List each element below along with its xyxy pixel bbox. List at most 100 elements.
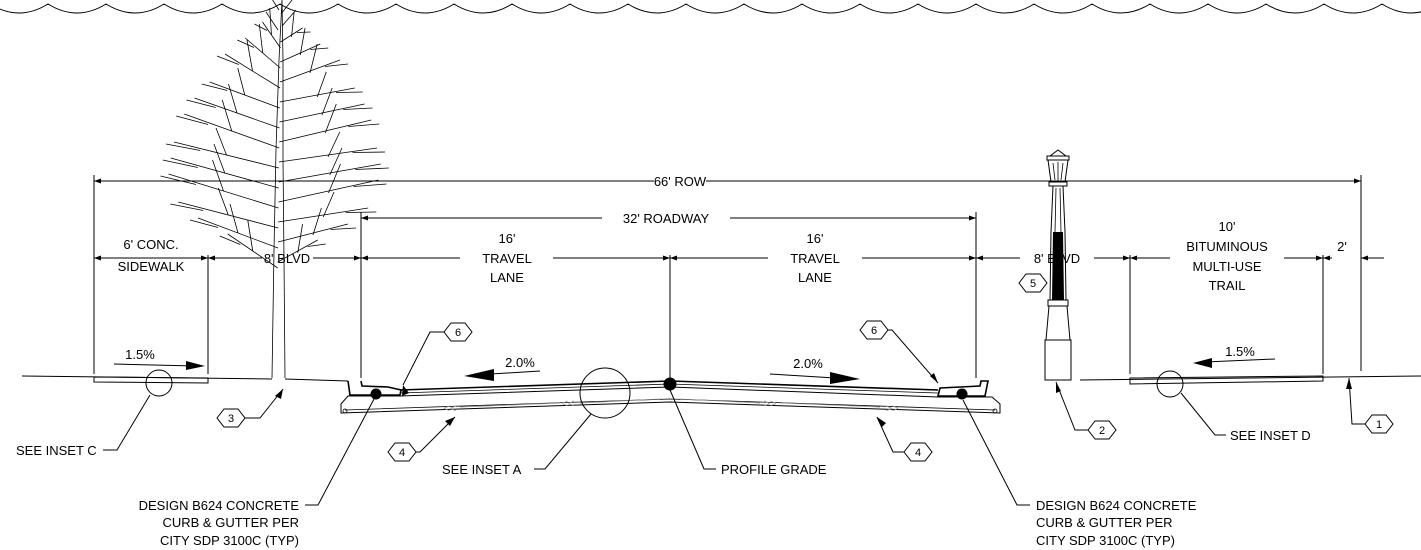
tree-branch [186, 99, 216, 108]
lane-right-width: 16' [807, 231, 824, 246]
tree-branch [279, 59, 341, 83]
tag-6-left: 6 [443, 322, 473, 342]
sidewalk-width-label: 6' CONC. [123, 237, 178, 252]
inset-c-circle [145, 369, 173, 397]
see-inset-c-label: SEE INSET C [16, 443, 97, 458]
street-light-icon [1044, 149, 1072, 381]
tree-branch [219, 235, 241, 245]
tree-branch [348, 123, 380, 127]
tree-branch [279, 103, 365, 123]
lane-left-width: 16' [499, 231, 516, 246]
blvd-right-label: 8' BLVD [1034, 251, 1080, 266]
tree-branch [269, 7, 272, 36]
tree-branch [228, 83, 238, 114]
edge-width-label: 2' [1337, 239, 1347, 254]
tree-branch [165, 143, 201, 151]
tree-branch [247, 219, 254, 252]
curb-left-note-2: CURB & GUTTER PER [162, 515, 299, 530]
trail-width-label: 10' [1219, 219, 1236, 234]
lane-left-travel: TRAVEL [482, 251, 532, 266]
tree-branch [279, 119, 372, 143]
base-chevron-right: >> [764, 398, 777, 410]
tree-branch [170, 203, 204, 211]
tag-5: 5 [1018, 273, 1048, 293]
base-chevron-right-2: >> [886, 403, 899, 415]
tree-branch [312, 207, 322, 236]
tree-branch [321, 87, 333, 116]
tree-branch [278, 179, 379, 203]
sidewalk-type-label: SIDEWALK [118, 259, 185, 274]
trail-slope-label: 1.5% [1225, 344, 1255, 359]
tag-2-number: 2 [1099, 425, 1105, 437]
tree-branch [212, 159, 224, 192]
tree-branch [322, 191, 335, 218]
tree-branch [265, 11, 279, 31]
tree-branch [221, 99, 233, 132]
lane-left-slope-label: 2.0% [505, 355, 535, 370]
tree-branch [352, 151, 386, 153]
tree-branch [324, 103, 337, 134]
sidewalk-slope-label: 1.5% [125, 347, 155, 362]
curb-left-point [370, 388, 382, 400]
lane-right-slope-label: 2.0% [793, 356, 823, 371]
see-inset-d-label: SEE INSET D [1230, 428, 1311, 443]
tree-branch [277, 223, 349, 243]
tree-branch [217, 187, 229, 216]
lane-right-travel: TRAVEL [790, 251, 840, 266]
tag-6-right: 6 [859, 320, 889, 340]
lane-left-lane: LANE [490, 270, 524, 285]
tree-branch [237, 67, 246, 96]
tree-branch [189, 219, 219, 228]
trail-type-label: TRAIL [1209, 278, 1246, 293]
extension-lines [93, 175, 1362, 378]
tag-4-left-number: 4 [399, 447, 405, 459]
tree-branch [162, 159, 198, 168]
blvd-left-label: 8' BLVD [264, 251, 310, 266]
tree-branch [216, 55, 239, 65]
base-chevron-left: << [444, 403, 457, 415]
tree-branch [353, 183, 387, 187]
tree-branch [213, 143, 226, 174]
tree-branch [278, 163, 381, 183]
tree-branch [254, 23, 268, 31]
aggregate-base [340, 386, 1001, 414]
tree-branch [355, 167, 389, 170]
tree-branch [335, 91, 363, 93]
curb-left-note-1: DESIGN B624 CONCRETE [139, 498, 300, 513]
dimension-lines [94, 178, 1384, 261]
tag-3-number: 3 [228, 413, 234, 425]
inset-a-circle [579, 367, 631, 419]
curb-right [936, 380, 989, 397]
tree-branch [272, 0, 280, 11]
tree-branch [278, 207, 369, 223]
tag-4-left: 4 [387, 442, 417, 462]
tree-branch [296, 31, 311, 33]
tree-branch [299, 27, 306, 56]
tag-2: 2 [1087, 420, 1117, 440]
curb-right-note-1: DESIGN B624 CONCRETE [1036, 498, 1197, 513]
ground-profile [21, 375, 1421, 414]
tree-branch [279, 87, 355, 103]
tree-branch [160, 175, 197, 185]
tree-branch [310, 47, 329, 50]
sidewalk-slab [93, 376, 209, 384]
trail-material-label: BITUMINOUS [1186, 239, 1268, 254]
tree-branch [237, 39, 255, 48]
tree-branch [343, 107, 373, 110]
sidewalk-slope-arrow [113, 363, 196, 367]
tree-icon [160, 0, 389, 379]
revision-cloud [0, 3, 1421, 14]
tree-branch [297, 223, 303, 254]
tree-branch [329, 147, 343, 176]
base-chevron-left-2: << [562, 398, 575, 410]
lane-right-lane: LANE [798, 270, 832, 285]
tree-branch [327, 131, 341, 158]
profile-grade-label: PROFILE GRADE [721, 462, 827, 477]
trail-slab [1129, 375, 1324, 385]
tag-4-right-number: 4 [915, 447, 921, 459]
tree-branch [176, 115, 209, 125]
tree-branch [330, 227, 357, 230]
tree-branch [307, 243, 326, 247]
tree-branch [280, 0, 293, 15]
